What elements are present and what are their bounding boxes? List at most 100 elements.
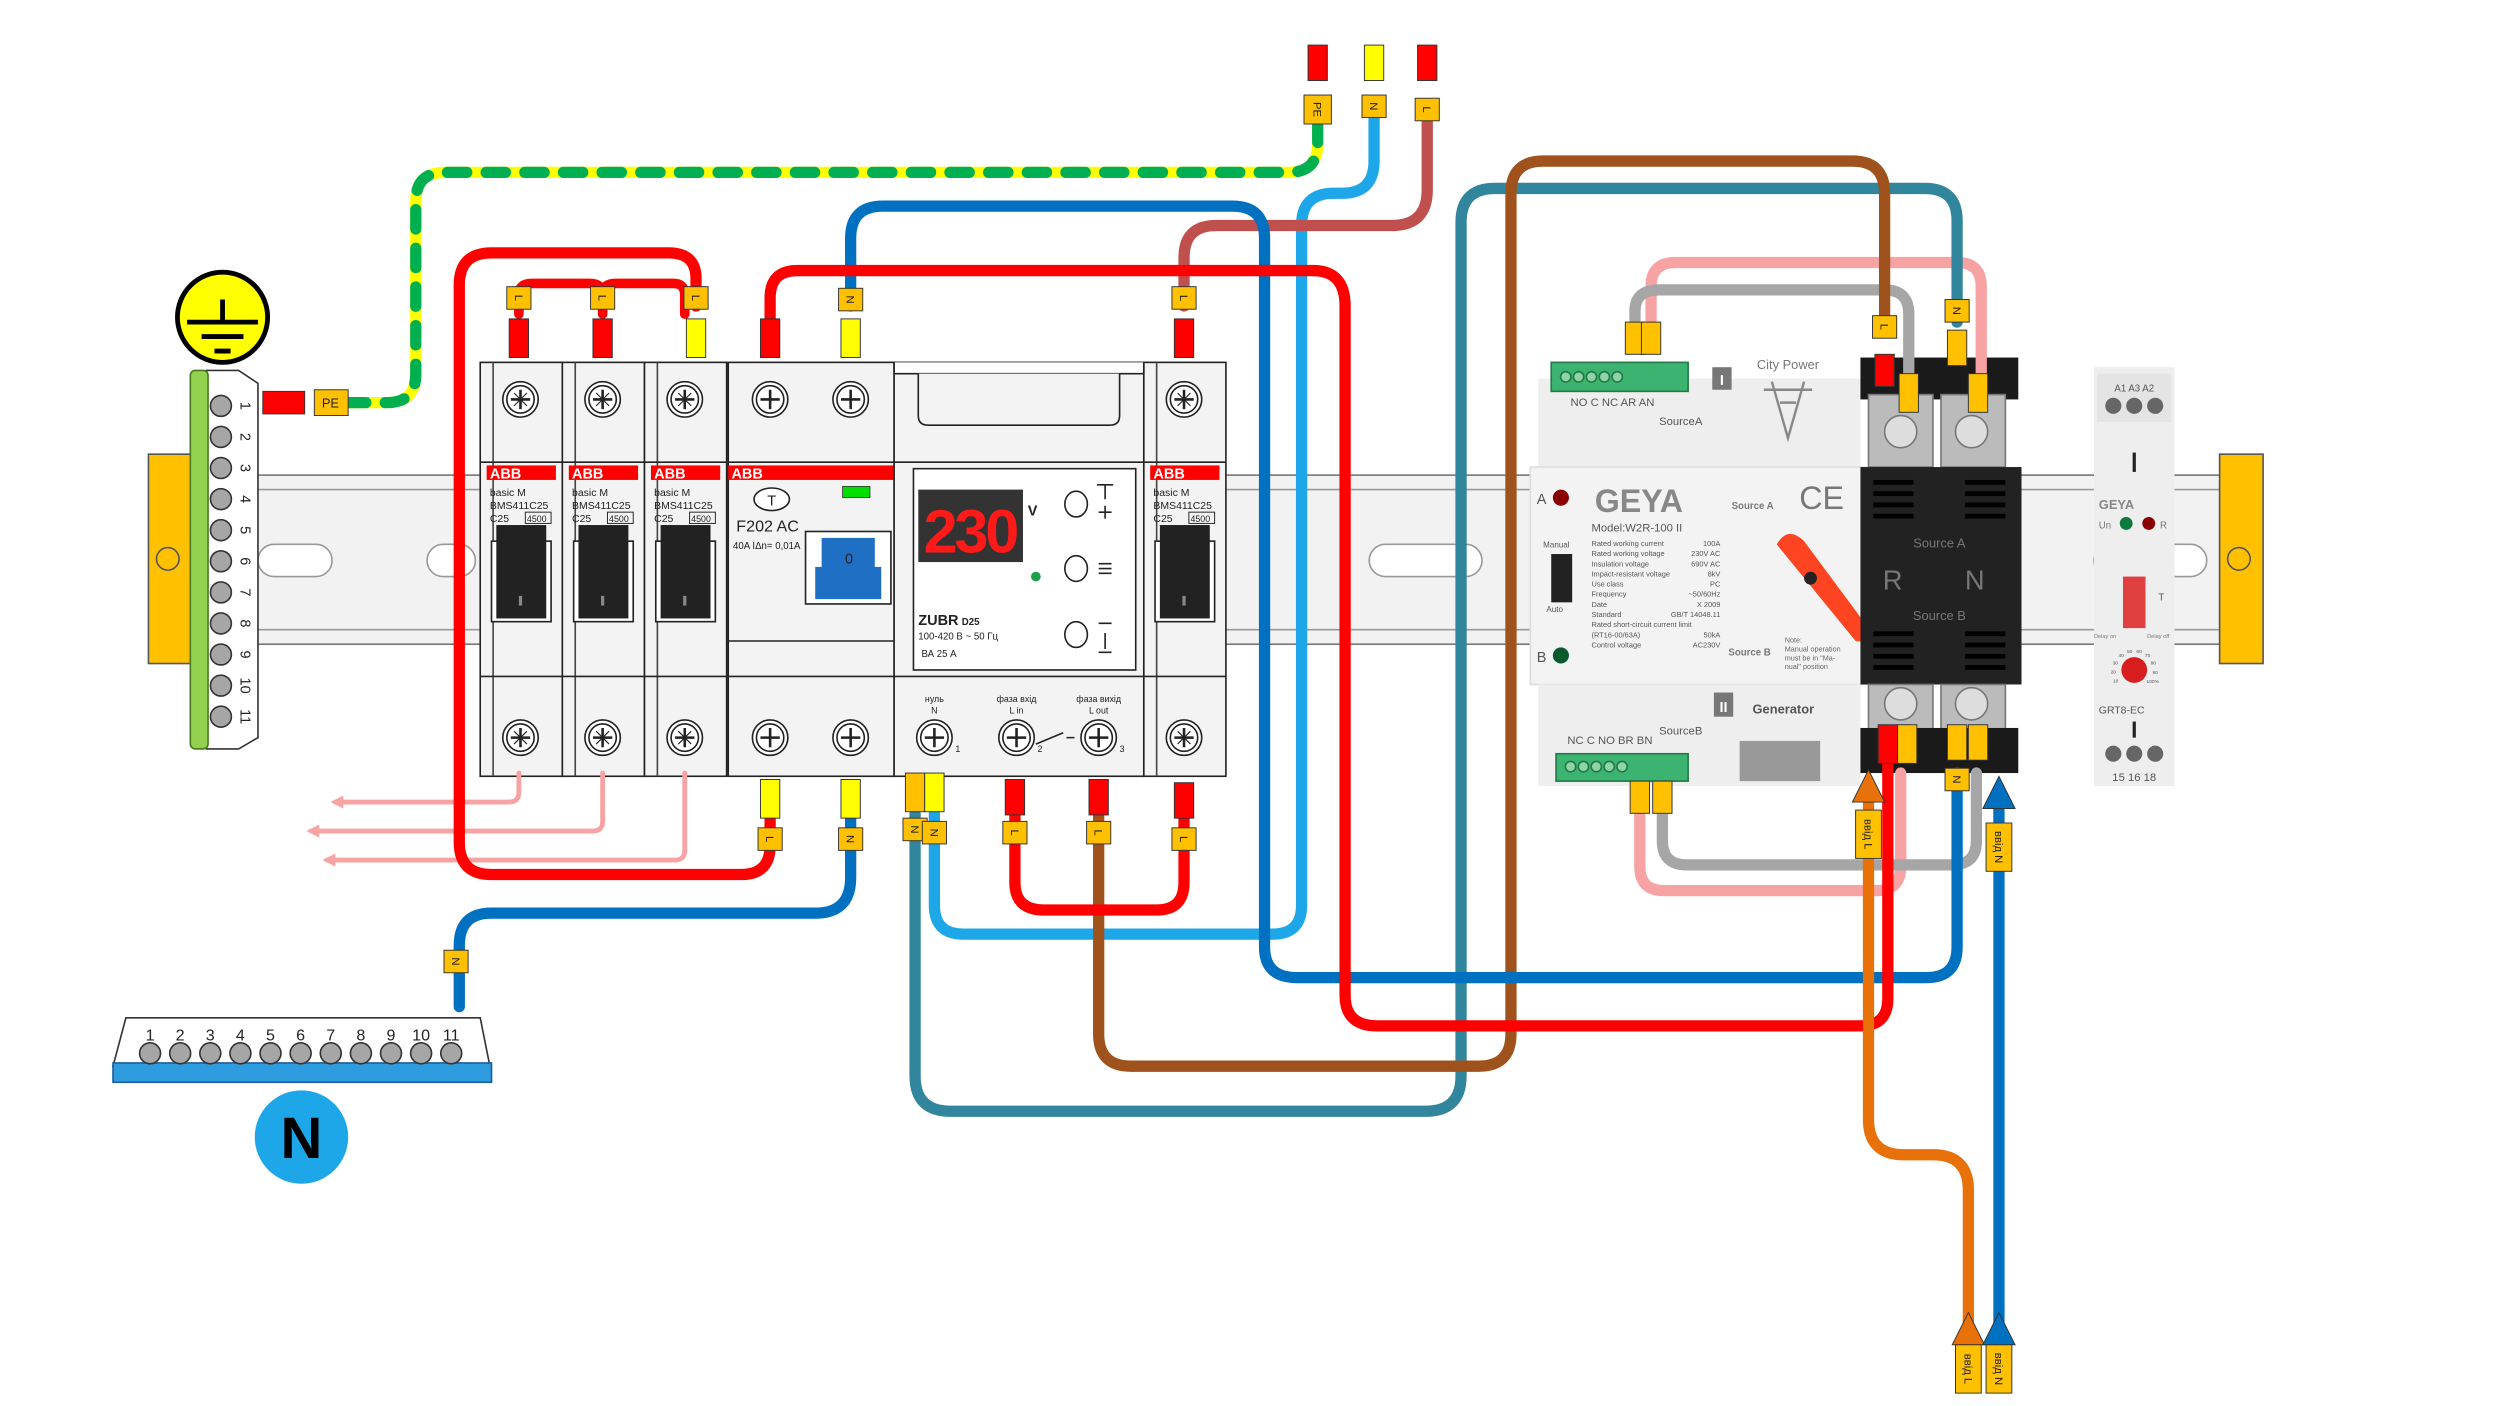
relay-terminal-screw[interactable] [2105, 397, 2122, 414]
ats-source-a-text: Source A [1732, 501, 1774, 512]
n-bus-number: 4 [236, 1026, 245, 1044]
ats-led-b-label: B [1537, 650, 1547, 666]
zubr-up-button[interactable] [1064, 490, 1089, 518]
ats-auto-label: Auto [1546, 605, 1563, 614]
wire-pink-control-top[interactable] [1645, 256, 1987, 385]
rcd-handle[interactable] [821, 537, 875, 571]
terminal-screw[interactable] [832, 380, 870, 418]
pe-bus-hole [209, 643, 233, 666]
wire-supply-n[interactable] [928, 110, 1380, 940]
screw-star-icon [677, 730, 692, 745]
ats-spec-name: Standard [1591, 610, 1621, 619]
terminal-screw[interactable] [584, 380, 622, 418]
protective-earth-icon [175, 269, 271, 365]
terminal-screw[interactable] [751, 719, 789, 757]
wire-supply-l[interactable] [1178, 110, 1433, 312]
terminal-hole [1598, 370, 1611, 383]
power-tower-icon [1763, 381, 1813, 443]
wire-blue-n-bus[interactable] [453, 807, 857, 1013]
relay-terminal-screw[interactable] [2105, 745, 2122, 762]
mcb-model: BMS411C25 [1153, 501, 1212, 512]
lug-screw-icon[interactable] [1883, 414, 1918, 449]
ats-block-source-b: Source B [1913, 608, 1966, 623]
relay-dip-switch[interactable] [2122, 576, 2146, 629]
terminal-hole [1616, 760, 1629, 773]
ats-tag-n: N [1950, 307, 1962, 315]
n-bus-hole [379, 1042, 403, 1065]
supply-pe-tag-box [1303, 94, 1332, 125]
relay-dial-number: 30 [2113, 660, 2119, 666]
wire-red-zubr-loop[interactable] [1009, 807, 1190, 916]
terminal-screw[interactable] [666, 380, 704, 418]
screw-star-icon [513, 392, 528, 407]
lug-screw-icon[interactable] [1954, 414, 1989, 449]
ats-red-handle[interactable] [1776, 533, 1870, 642]
vent-slot [1965, 513, 2006, 519]
rcd-handle-label: 0 [845, 552, 853, 568]
wire-pink-outgoing-2[interactable] [308, 770, 606, 834]
wire-pink-outgoing-3[interactable] [324, 770, 688, 863]
mcb-breaking-box [606, 511, 634, 524]
ats-tag-l-box [1872, 315, 1898, 339]
zubr-range: 100-420 В ~ 50 Гц [918, 631, 998, 642]
relay-terminal-screw[interactable] [2147, 745, 2164, 762]
terminal-screw[interactable] [1080, 719, 1118, 757]
generator-icon [1739, 740, 1821, 782]
ats-spec-name: Impact-resistant voltage [1591, 569, 1669, 578]
relay-dial-number: 20 [2111, 670, 2117, 676]
pe-bus-number: 6 [236, 557, 252, 565]
terminal-screw[interactable] [1165, 719, 1203, 757]
zubr-menu-button[interactable] [1064, 554, 1089, 583]
mcb-brand-band [568, 465, 639, 480]
terminal-screw[interactable] [666, 719, 704, 757]
rcd-test-button[interactable] [753, 487, 791, 512]
ats-spec-value: 50kA [1703, 630, 1720, 639]
pe-bus-hole [209, 612, 233, 635]
supply-n-tag: N [1367, 102, 1379, 110]
ats-manual-label: Manual [1543, 541, 1570, 550]
wire-blue-n-main[interactable] [845, 200, 1963, 984]
mcb-breaking-box [524, 511, 552, 524]
screw-cross-icon [840, 389, 861, 410]
wire-brown-l[interactable] [1093, 155, 1891, 1072]
relay-terminal-screw[interactable] [2126, 397, 2143, 414]
lug-screw-icon[interactable] [1954, 686, 1989, 721]
input-n-tag-top-box [1985, 822, 2013, 872]
wire-pink-control-bottom[interactable] [1634, 767, 1907, 897]
wire-red-l-main[interactable] [764, 264, 1894, 1032]
wire-gray-control-bottom[interactable] [1656, 767, 1983, 871]
handle-screw-icon [1804, 571, 1817, 585]
wire-input-l[interactable] [1862, 791, 1974, 1351]
terminal-screw[interactable] [998, 719, 1036, 757]
wire-teal-n[interactable] [909, 182, 1963, 1117]
ats-manual-auto-switch[interactable] [1551, 554, 1573, 603]
lug-screw-icon[interactable] [1883, 686, 1918, 721]
wire-red-mcb-feed[interactable] [453, 247, 776, 881]
terminal-screw[interactable] [751, 380, 789, 418]
relay-terminal-screw[interactable] [2126, 745, 2143, 762]
mcb-breaking: 4500 [527, 514, 547, 524]
terminal-screw[interactable] [1165, 380, 1203, 418]
ats-led-a [1552, 489, 1569, 506]
mcb-brand-logo: ABB [490, 466, 521, 482]
terminal-screw[interactable] [832, 719, 870, 757]
wire-pe-stripe[interactable] [340, 110, 1324, 409]
tag-l-box [683, 286, 709, 310]
terminal-screw[interactable] [584, 719, 622, 757]
screw-star-icon [1177, 392, 1191, 407]
terminal-screw[interactable] [915, 719, 953, 757]
vent-slot [1873, 491, 1914, 497]
menu-icon [1098, 562, 1112, 575]
wire-gray-control-top[interactable] [1629, 284, 1915, 385]
relay-time-dial[interactable] [2121, 657, 2148, 683]
wire-pink-outgoing-1[interactable] [332, 770, 522, 805]
screw-cross-icon [760, 389, 780, 410]
screw-star-icon [1177, 730, 1191, 745]
relay-terminal-screw[interactable] [2147, 397, 2164, 414]
terminal-screw[interactable] [501, 380, 540, 418]
zubr-down-button[interactable] [1064, 620, 1089, 649]
wire-pe[interactable] [340, 110, 1324, 409]
zubr-terminal-number: 3 [1120, 744, 1125, 754]
terminal-screw[interactable] [501, 719, 540, 757]
